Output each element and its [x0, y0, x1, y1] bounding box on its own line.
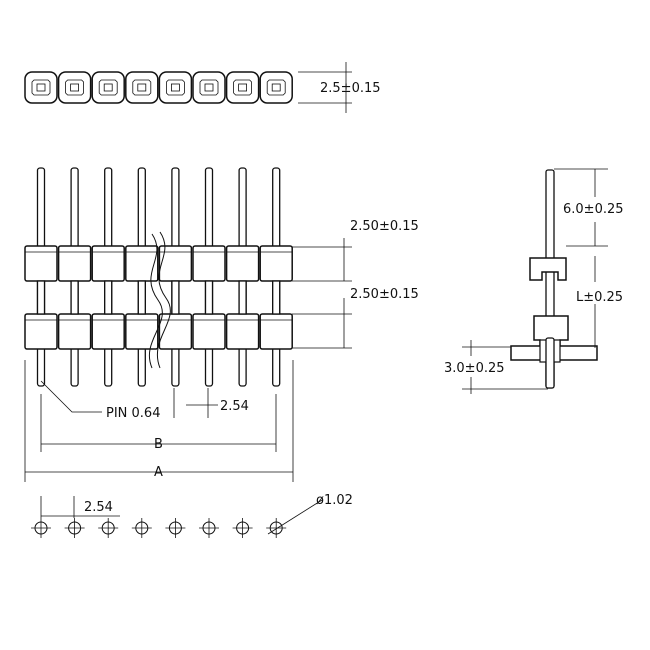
front-pin-mid: [36, 280, 46, 315]
top-cell: [57, 71, 92, 104]
side-bottom-label: 3.0±0.25: [444, 361, 505, 376]
top-cell: [225, 71, 260, 104]
front-view: 2.50±0.15 2.50±0.15 PIN 0.64 2.54 B A: [24, 167, 419, 482]
top-cell-pin: [36, 83, 46, 92]
front-pin-mid: [104, 280, 113, 315]
dim-b-label: B: [154, 437, 163, 452]
front-pin-mid: [204, 280, 214, 315]
top-cell-pin: [103, 83, 113, 92]
front-pin-mid: [171, 280, 180, 315]
top-cell-inner: [65, 79, 84, 96]
front-view-housing: [24, 245, 293, 350]
front-upper-block: [24, 245, 58, 282]
top-cell-inner: [199, 79, 219, 96]
hole-pattern: 2.54 ø1.02: [31, 493, 353, 538]
top-cell-pin: [271, 83, 281, 92]
side-view: 6.0±0.25 L±0.25 3.0±0.25: [444, 168, 624, 394]
top-cell-pin: [137, 83, 147, 92]
front-pin-mid: [272, 280, 281, 315]
front-pin-mid: [137, 280, 146, 315]
pcb-holes: [31, 518, 287, 538]
top-cell: [24, 71, 58, 104]
lower-spacer-height-label: 2.50±0.15: [350, 287, 419, 302]
break-line-left: [149, 233, 163, 369]
top-view-pin-cells: [24, 71, 293, 104]
upper-spacer-height-label: 2.50±0.15: [350, 219, 419, 234]
top-cell-pin: [70, 83, 79, 92]
top-cell-pin: [204, 83, 214, 92]
side-top-label: 6.0±0.25: [563, 202, 624, 217]
break-line-right: [157, 231, 171, 369]
front-lower-block: [225, 313, 260, 350]
hole-diameter-label: ø1.02: [316, 493, 353, 508]
top-cell: [192, 71, 226, 104]
front-lower-block: [24, 313, 58, 350]
front-upper-block: [91, 245, 125, 282]
top-cell-pin: [238, 83, 248, 92]
front-upper-block: [125, 245, 159, 282]
top-cell-inner: [166, 79, 185, 96]
front-upper-block: [192, 245, 226, 282]
top-cell-inner: [233, 79, 252, 96]
front-pin-mid: [238, 280, 247, 315]
top-row-height-label: 2.5±0.15: [320, 81, 381, 96]
front-lower-block: [259, 313, 293, 350]
top-cell-inner: [98, 79, 118, 96]
front-lower-block: [57, 313, 92, 350]
top-cell-inner: [132, 79, 152, 96]
top-cell-inner: [31, 79, 51, 96]
top-cell: [91, 71, 125, 104]
side-length-label: L±0.25: [576, 290, 623, 305]
front-pitch-label: 2.54: [220, 399, 249, 414]
top-cell-inner: [266, 79, 286, 96]
bottom-pitch-label: 2.54: [84, 500, 113, 515]
front-lower-block: [125, 313, 159, 350]
front-pin-mid: [70, 280, 79, 315]
front-upper-block: [225, 245, 260, 282]
top-cell: [125, 71, 159, 104]
top-cell-pin: [170, 83, 180, 92]
front-lower-block: [91, 313, 125, 350]
front-lower-block: [192, 313, 226, 350]
top-view: 2.5±0.15: [24, 62, 381, 113]
front-upper-block: [57, 245, 92, 282]
top-cell: [158, 71, 193, 104]
dim-a-label: A: [154, 465, 163, 480]
front-upper-block: [259, 245, 293, 282]
top-cell: [259, 71, 293, 104]
pin-label: PIN 0.64: [106, 406, 160, 421]
